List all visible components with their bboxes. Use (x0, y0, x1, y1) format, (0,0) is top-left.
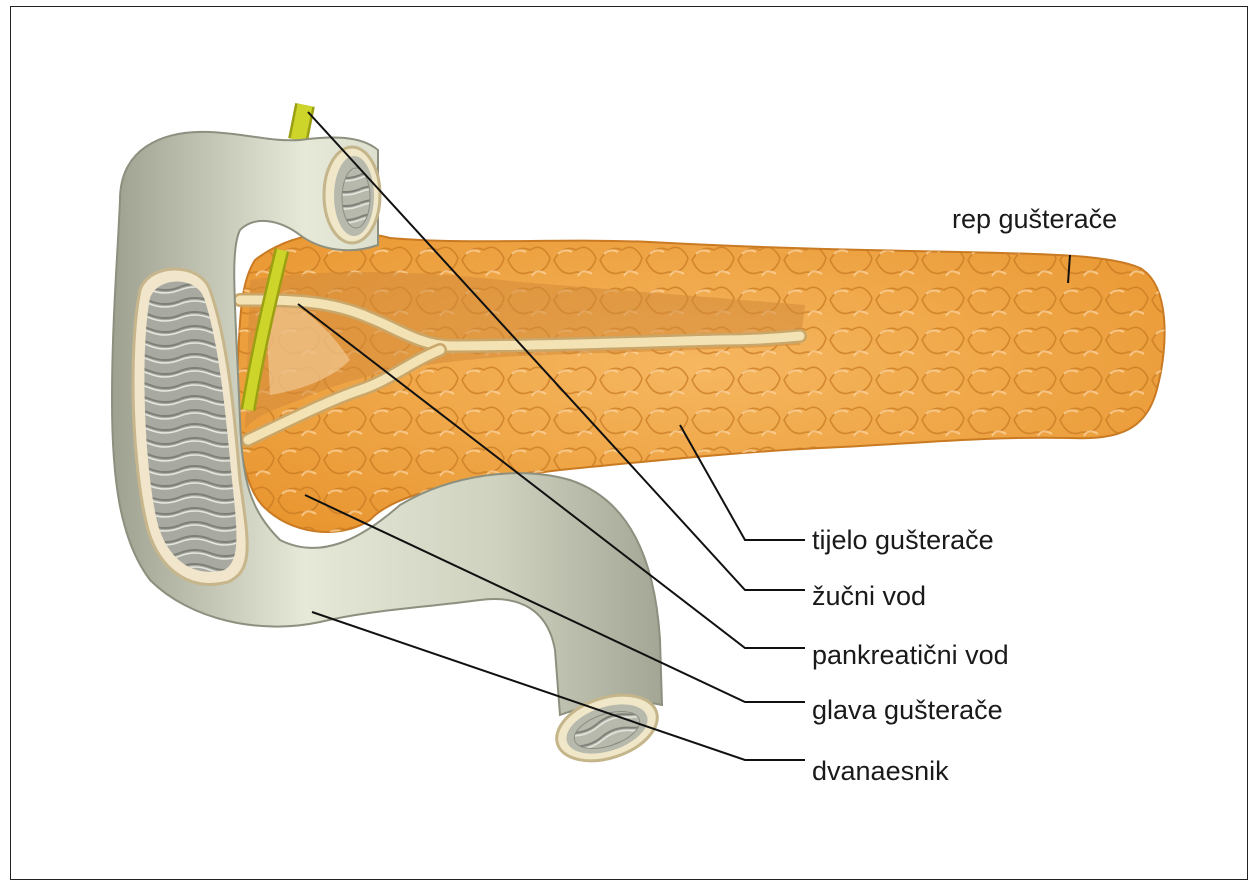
label-duodenum: dvanaesnik (812, 756, 949, 786)
label-tail: rep gušterače (952, 204, 1117, 234)
label-pancreatic-duct: pankreatični vod (812, 640, 1009, 670)
label-body: tijelo gušterače (812, 525, 994, 555)
label-bile-duct: žučni vod (812, 581, 926, 611)
label-head: glava gušterače (812, 695, 1003, 725)
